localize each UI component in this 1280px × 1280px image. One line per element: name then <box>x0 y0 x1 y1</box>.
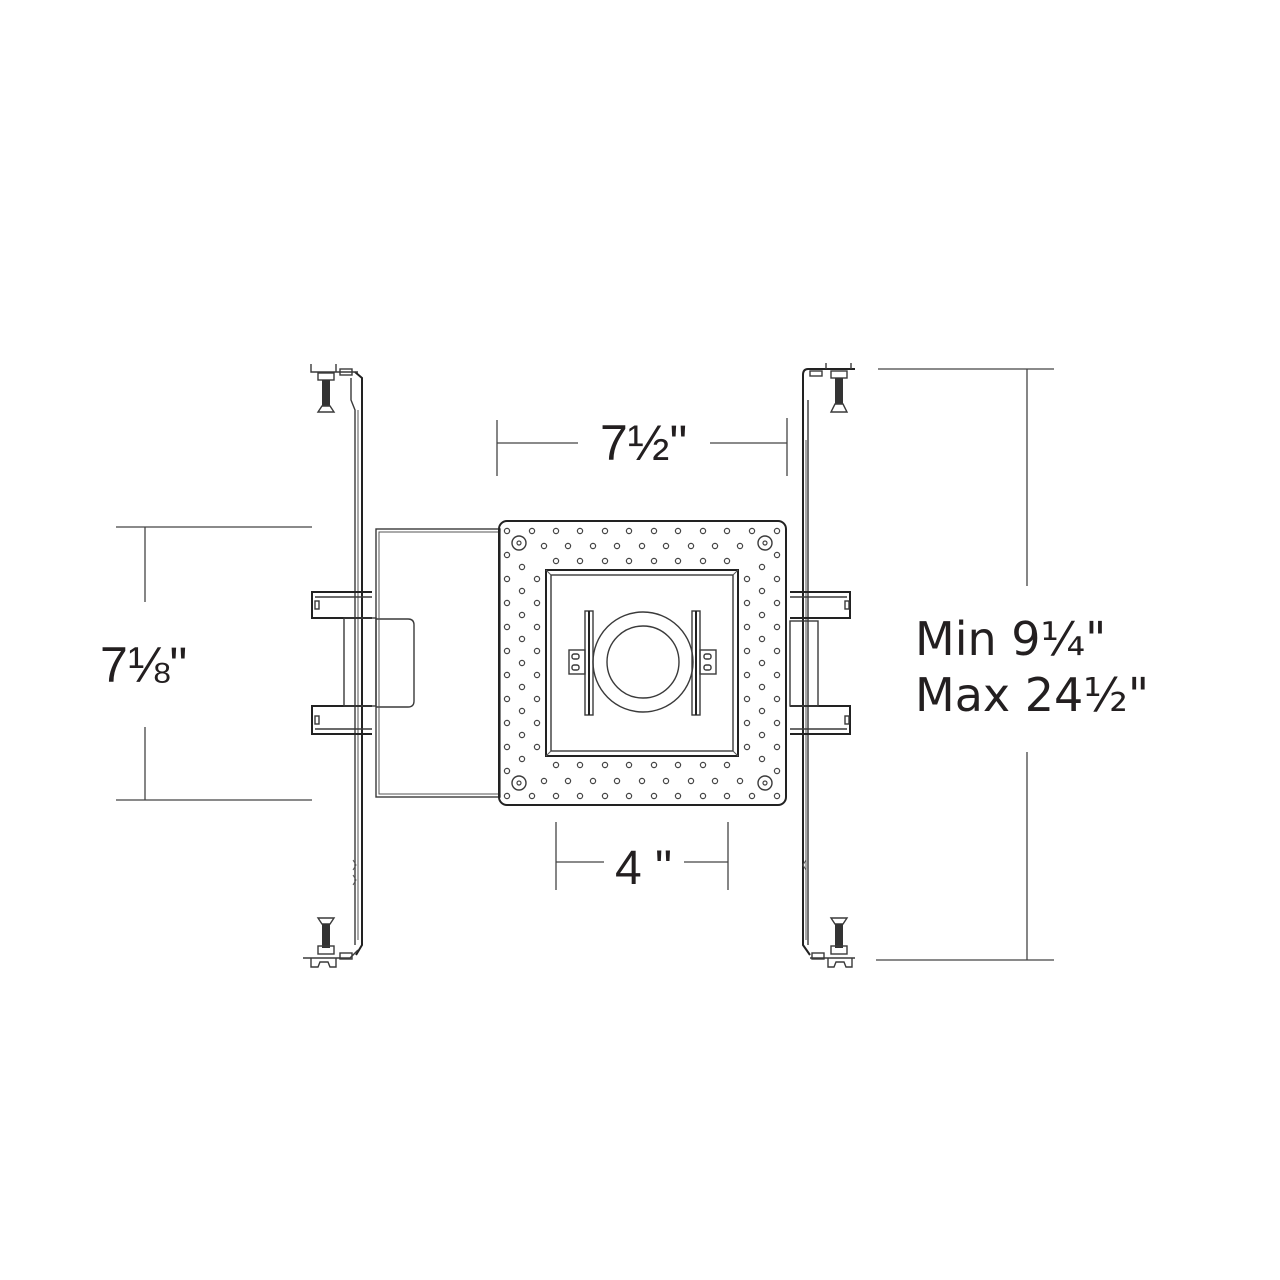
hanger-span-min-label: Min 9¼" <box>915 612 1107 666</box>
hanger-span-label: Min 9¼" Max 24½" <box>915 612 1149 724</box>
housing-height-dimension-line <box>116 526 312 801</box>
lamp-outer-ring <box>592 611 694 713</box>
left-hanger-bar <box>303 364 363 968</box>
housing-height-label: 7⅛" <box>100 637 188 693</box>
lamp-retention-brackets <box>568 610 717 716</box>
right-hanger-bar <box>802 363 855 968</box>
housing-body <box>375 528 501 798</box>
hanger-span-max-label: Max 24½" <box>915 668 1149 722</box>
lamp-inner-ring <box>606 625 680 699</box>
hanger-span-dimension-line <box>876 368 1054 961</box>
right-mounting-clips <box>789 591 851 735</box>
flange-perforations <box>503 527 781 800</box>
trimless-flange <box>498 520 787 806</box>
left-mounting-clips <box>311 591 415 735</box>
flange-width-label: 7½" <box>600 415 688 471</box>
aperture-width-dimension-line <box>555 822 729 890</box>
flange-width-dimension-line <box>496 418 788 476</box>
aperture-width-label: 4 " <box>615 842 673 895</box>
